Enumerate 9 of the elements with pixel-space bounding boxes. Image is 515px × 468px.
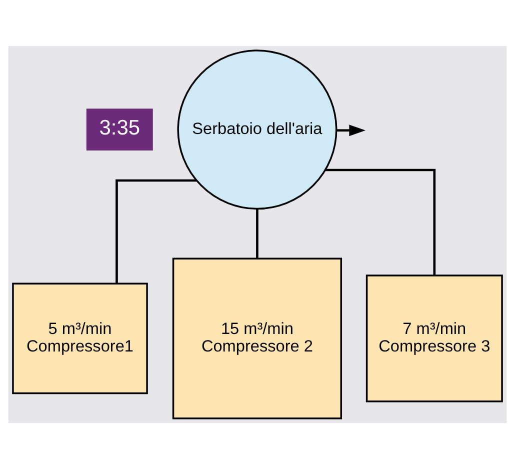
connector [325,168,436,275]
node-box: 7 m³/min Compressore 3 [366,274,503,402]
node-box: 5 m³/min Compressore1 [12,282,148,394]
connector [116,178,197,284]
arrow [336,124,366,136]
connector [256,208,258,258]
node-box: 15 m³/min Compressore 2 [172,257,342,419]
node-circle: Serbatoio dell'aria [177,49,338,210]
label: 3:35 [99,116,140,140]
